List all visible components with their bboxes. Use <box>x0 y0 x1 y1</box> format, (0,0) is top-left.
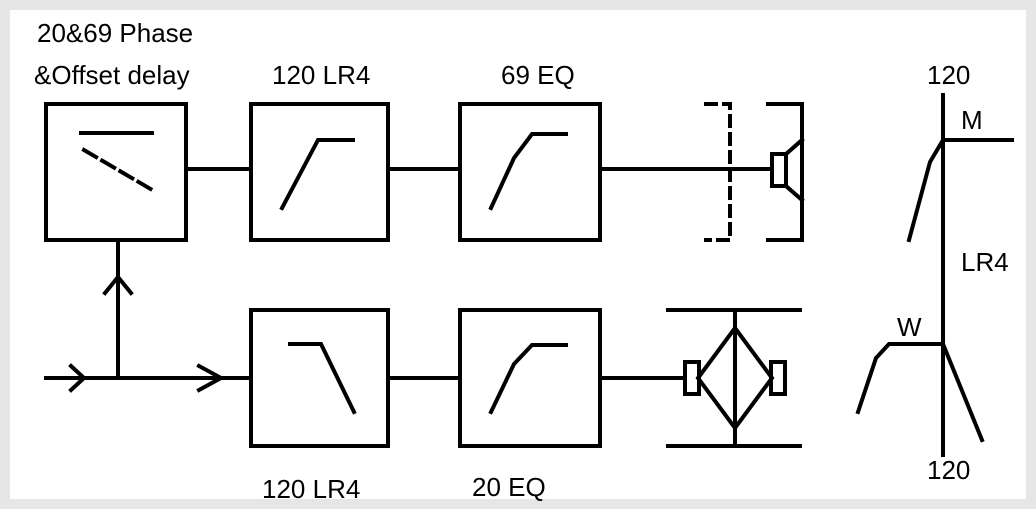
top-eq-label: 69 EQ <box>501 60 575 90</box>
crossover-bottom-label: 120 <box>927 455 970 485</box>
crossover-type-label: LR4 <box>961 247 1009 277</box>
ported-speaker-icon <box>704 102 805 242</box>
mid-response-curve <box>906 138 1014 243</box>
eq-shelf-icon <box>488 343 568 415</box>
phase-delay-label-line2: &Offset delay <box>34 60 190 90</box>
phase-delay-block <box>44 102 188 242</box>
input-arrow-icon <box>44 363 253 393</box>
woofer-response-curve <box>855 342 985 443</box>
split-to-delay <box>102 238 134 380</box>
woofer-marker-label: W <box>897 312 922 342</box>
frame-bottom <box>0 499 1036 509</box>
top-filter-label: 120 LR4 <box>272 60 370 90</box>
bottom-eq-label: 20 EQ <box>472 472 546 502</box>
bottom-eq-block <box>458 308 602 448</box>
eq-shelf-icon <box>488 132 568 211</box>
dual-woofer-icon <box>666 308 802 448</box>
mid-marker-label: M <box>961 105 983 135</box>
frame-right <box>1026 0 1036 509</box>
top-eq-block <box>458 102 602 242</box>
phase-delay-label-line1: 20&69 Phase <box>37 18 193 48</box>
lowpass-filter-icon <box>288 342 357 415</box>
top-filter-block <box>249 102 390 242</box>
frame-top <box>0 0 1036 10</box>
bottom-filter-label: 120 LR4 <box>262 474 360 504</box>
crossover-response <box>855 93 1014 457</box>
bottom-filter-block <box>249 308 390 448</box>
highpass-filter-icon <box>279 138 355 211</box>
crossover-top-label: 120 <box>927 60 970 90</box>
phase-delay-icon <box>79 131 157 194</box>
frame-left <box>0 0 10 509</box>
